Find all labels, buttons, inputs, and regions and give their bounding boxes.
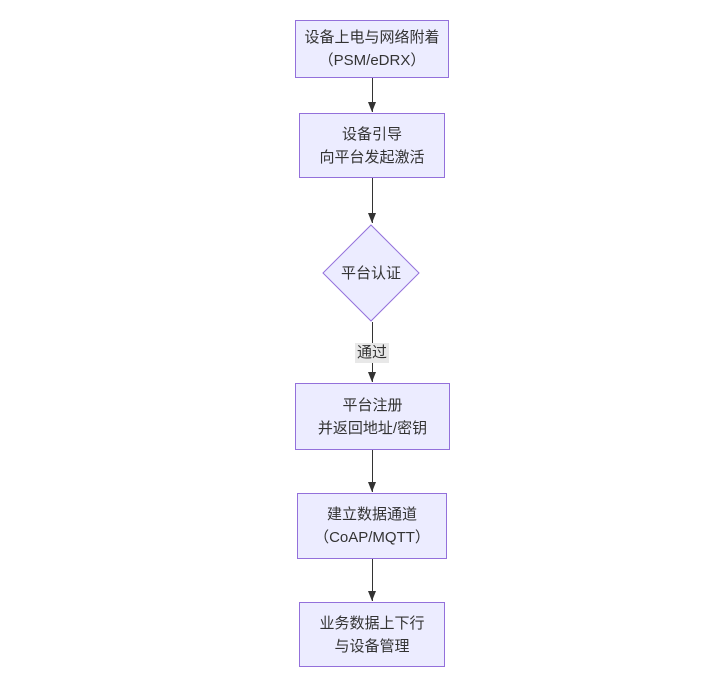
node-data-channel: 建立数据通道 （CoAP/MQTT） [297,493,447,559]
node-device-power-attach: 设备上电与网络附着 （PSM/eDRX） [295,20,449,78]
diamond-shape [322,224,420,322]
node-device-bootstrap: 设备引导 向平台发起激活 [299,113,445,178]
edge-label-pass: 通过 [354,343,390,363]
arrowhead-down-icon [367,372,376,382]
node-label-line: （CoAP/MQTT） [314,529,430,546]
node-label-line: 并返回地址/密钥 [317,419,428,437]
arrow-channel-to-business [367,559,377,601]
node-label-line: 平台认证 [340,264,401,282]
node-label-line: 业务数据上下行 [319,614,425,632]
node-label-line: 向平台发起激活 [319,148,425,166]
arrow-line [371,559,373,601]
arrowhead-down-icon [367,482,376,492]
arrow-bootstrap-to-auth [367,178,377,223]
node-label-line: 建立数据通道 [326,506,417,523]
arrowhead-down-icon [367,213,376,223]
node-platform-auth-decision: 平台认证 [322,224,420,322]
arrow-line [371,78,373,112]
arrow-attach-to-bootstrap [367,78,377,112]
node-label-line: 平台注册 [342,396,403,414]
node-label-line: 与设备管理 [334,637,410,655]
node-label-line: 设备引导 [341,125,402,143]
arrowhead-down-icon [367,591,376,601]
arrowhead-down-icon [367,102,376,112]
node-label-line: 设备上电与网络附着 [304,29,440,46]
node-platform-register: 平台注册 并返回地址/密钥 [295,383,450,450]
arrow-line [371,450,373,492]
node-label-line: （PSM/eDRX） [318,52,426,69]
node-business-data: 业务数据上下行 与设备管理 [299,602,445,667]
arrow-line [371,178,373,223]
arrow-register-to-channel [367,450,377,492]
